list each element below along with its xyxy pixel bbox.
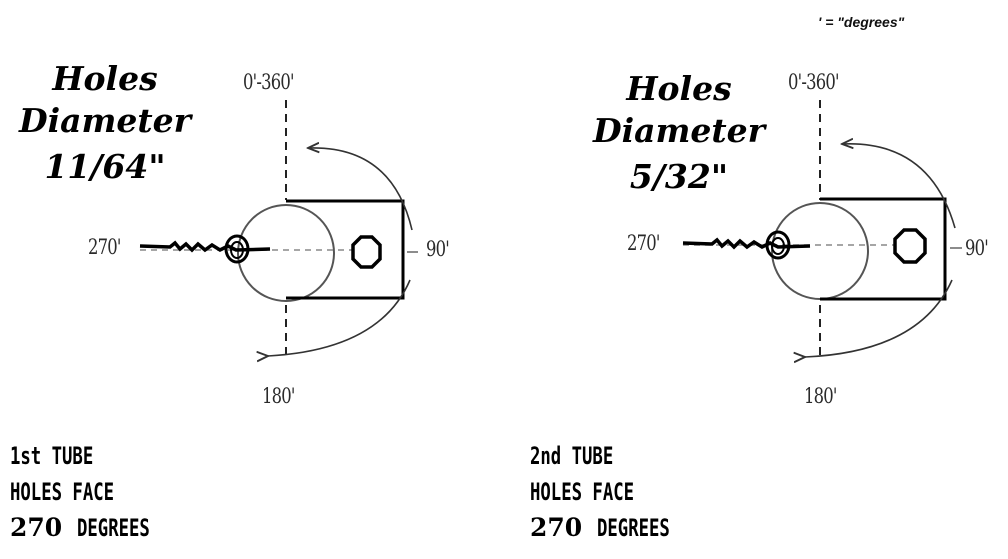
panel-1-diameter-word: Diameter (18, 101, 192, 140)
panel-1-angle-bottom: 180' (262, 384, 295, 408)
panel-1-rotation-arc-top (308, 148, 413, 231)
panel-1-angle-top: 0'-360' (243, 70, 295, 94)
panel-2-tube-note: 2nd TUBE HOLES FACE 270 DEGREES (530, 438, 698, 546)
degrees-legend: ' = "degrees" (818, 14, 905, 30)
panel-2-wire (682, 237, 811, 250)
panel-2-diameter-value: 5/32" (629, 157, 729, 196)
panel-1-angle-right: 90' (426, 237, 450, 261)
panel-1-wire-hole-inner (230, 241, 244, 259)
panel-2-diameter-word: Diameter (592, 111, 766, 150)
panel-2-angle-left: 270' (627, 231, 660, 255)
panel-2-holes-word: Holes (626, 69, 732, 108)
panel-2-hole-octagon (893, 228, 927, 264)
panel-1-tube-line1: 1st TUBE (10, 442, 94, 470)
panel-1-tube-note: 1st TUBE HOLES FACE 270 DEGREES (10, 438, 178, 546)
panel-1-diameter-value: 11/64" (44, 147, 166, 186)
panel-1-fitting-bracket (286, 199, 405, 300)
panel-1-hole-octagon (351, 235, 382, 269)
panel-2-rotation-arc-bottom (805, 279, 953, 357)
panel-2-angle-bottom: 180' (804, 384, 837, 408)
panel-1-holes-diameter-label: Holes Diameter 11/64" (5, 58, 205, 188)
panel-2-angle-top: 0'-360' (788, 70, 840, 94)
panel-2-drawing (682, 100, 962, 357)
panel-2-wire-hole-inner (771, 237, 785, 255)
panel-1-tube-line2: HOLES FACE (10, 478, 115, 506)
panel-1-rotation-arc-bottom (268, 279, 411, 356)
panel-1-tube-line3-number: 270 (10, 513, 63, 542)
panel-1-angle-left: 270' (88, 235, 121, 259)
panel-2-wire-hole-outer (765, 230, 791, 260)
panel-1-wire-hole-outer (224, 234, 250, 264)
panel-1-holes-word: Holes (52, 59, 158, 98)
panel-2-tube-line1: 2nd TUBE (530, 442, 614, 470)
panel-2-fitting-bracket (820, 197, 947, 301)
panel-1-tube-line3-word: DEGREES (76, 514, 150, 542)
panel-2-angle-right: 90' (965, 236, 989, 260)
panel-2-tube-line3-word: DEGREES (596, 514, 670, 542)
panel-1-drawing (139, 100, 418, 356)
panel-2-holes-diameter-label: Holes Diameter 5/32" (584, 68, 774, 198)
panel-2-tube-line3-number: 270 (530, 513, 583, 542)
panel-1-wire (139, 240, 271, 253)
panel-1-tube-circle (237, 204, 335, 302)
panel-2-rotation-arc-top (842, 144, 956, 229)
panel-2-tube-line2: HOLES FACE (530, 478, 635, 506)
